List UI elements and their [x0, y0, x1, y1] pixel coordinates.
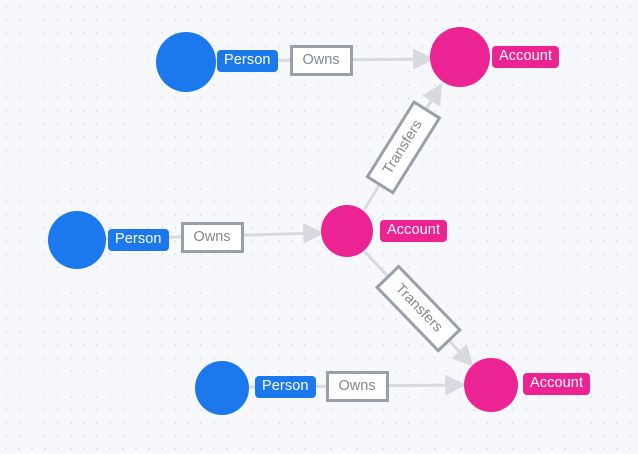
- edge-label-owns[interactable]: Owns: [325, 370, 389, 402]
- node-label-person[interactable]: Person: [108, 229, 169, 251]
- node-label-account[interactable]: Account: [523, 373, 591, 395]
- graph-node-person[interactable]: [48, 211, 106, 269]
- graph-node-account[interactable]: [430, 27, 490, 87]
- node-label-account[interactable]: Account: [492, 46, 560, 68]
- graph-node-account[interactable]: [321, 205, 373, 257]
- graph-node-person[interactable]: [195, 361, 249, 415]
- node-label-person[interactable]: Person: [217, 50, 278, 72]
- node-label-account[interactable]: Account: [380, 220, 448, 242]
- graph-node-account[interactable]: [464, 358, 518, 412]
- edge-label-owns[interactable]: Owns: [289, 44, 353, 76]
- edge-label-owns[interactable]: Owns: [180, 221, 244, 253]
- node-label-person[interactable]: Person: [255, 376, 316, 398]
- graph-node-person[interactable]: [156, 32, 216, 92]
